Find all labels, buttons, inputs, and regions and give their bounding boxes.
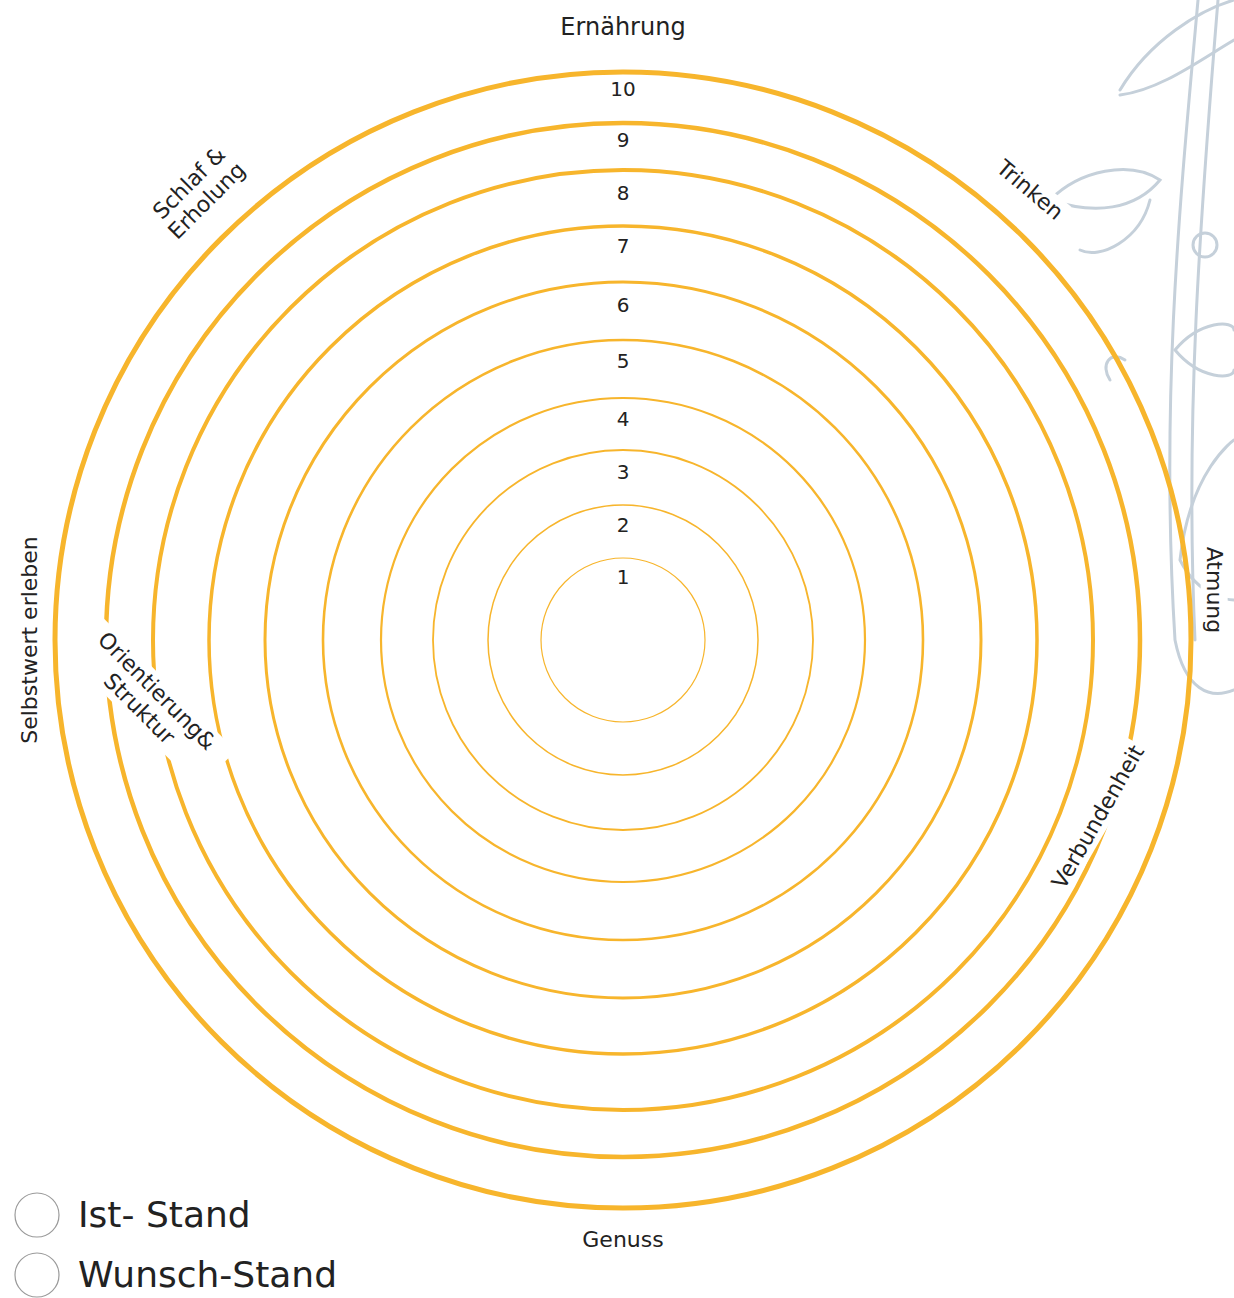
scale-number: 8 xyxy=(615,183,632,203)
legend-sample xyxy=(12,1190,62,1240)
legend-text: Wunsch-Stand xyxy=(78,1257,337,1293)
category-label: Ernährung xyxy=(557,13,688,43)
legend-sample xyxy=(12,1250,62,1298)
legend-text: Ist- Stand xyxy=(78,1197,251,1233)
scale-number: 9 xyxy=(615,130,632,150)
scale-number: 10 xyxy=(608,79,637,99)
category-label: Atmung xyxy=(1200,544,1227,637)
scale-number: 2 xyxy=(615,515,632,535)
category-label: Schlaf & Erholung xyxy=(131,125,264,258)
scale-number: 5 xyxy=(615,351,632,371)
category-label: Genuss xyxy=(579,1226,666,1253)
scale-number: 6 xyxy=(615,295,632,315)
category-label: Selbstwert erleben xyxy=(16,533,43,747)
scale-number: 1 xyxy=(615,567,632,587)
scale-number: 3 xyxy=(615,462,632,482)
scale-number: 4 xyxy=(615,409,632,429)
scale-number: 7 xyxy=(615,236,632,256)
